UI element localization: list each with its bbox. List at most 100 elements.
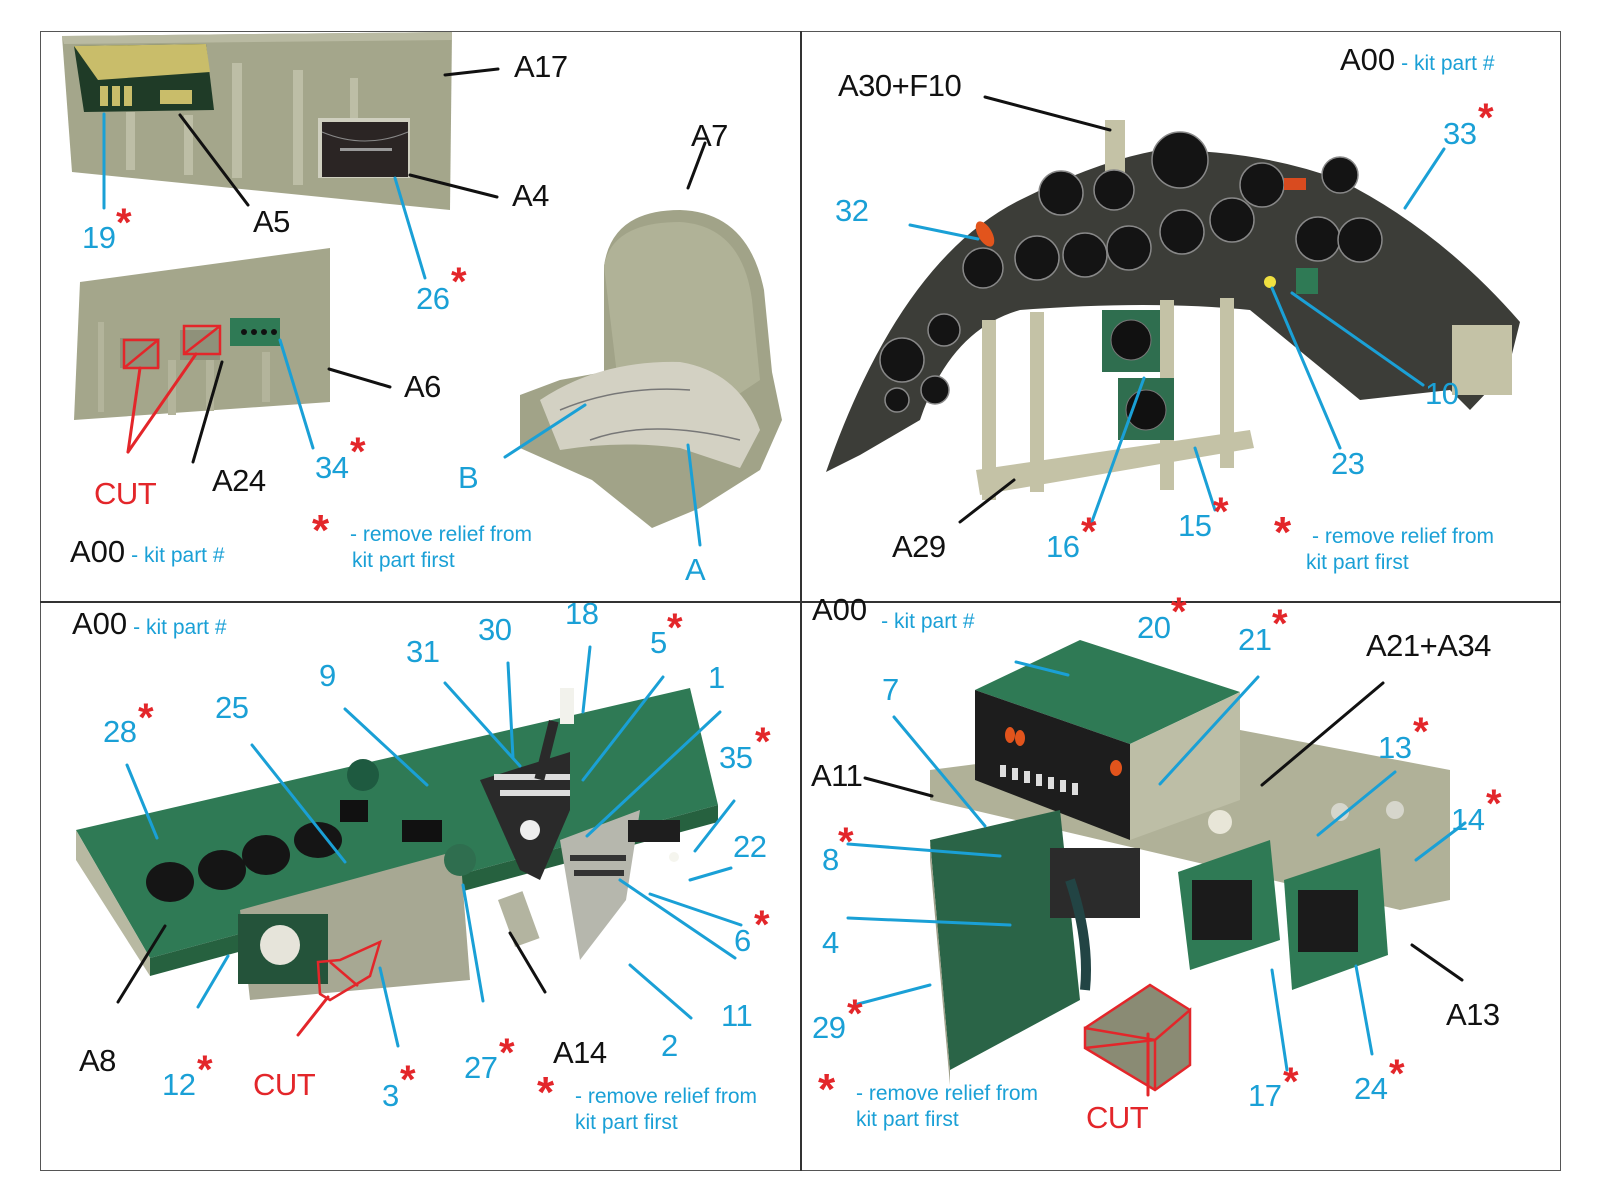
leader-6 xyxy=(648,892,743,927)
legend-kit-key-code: A00 xyxy=(812,592,868,627)
leader-29 xyxy=(856,983,932,1006)
leader-18 xyxy=(581,645,592,714)
asterisk-icon: * xyxy=(1274,508,1292,557)
label-part-22: 22 xyxy=(733,829,767,864)
leader-lines xyxy=(102,67,1467,1097)
label-part-14: 14 xyxy=(1451,802,1485,837)
leader-22 xyxy=(688,866,733,882)
asterisk-35: * xyxy=(755,720,771,764)
leader-a5 xyxy=(178,113,250,207)
leader-8 xyxy=(846,842,1002,858)
legend-note-line1: - remove relief from xyxy=(350,523,533,546)
legend-note-line2: kit part first xyxy=(1306,551,1409,574)
label-part-19: 19 xyxy=(82,220,116,255)
label-a4: A4 xyxy=(512,178,549,213)
side-wall-a6-photo xyxy=(74,248,330,420)
label-part-33: 33 xyxy=(1443,116,1477,151)
leader-16 xyxy=(1088,376,1146,529)
leader-a8 xyxy=(116,924,167,1004)
label-a14: A14 xyxy=(553,1035,607,1070)
leader-a7 xyxy=(686,141,707,190)
leader-a13 xyxy=(1410,943,1464,982)
leader-b xyxy=(503,403,587,459)
label-a29: A29 xyxy=(892,529,946,564)
leader-23 xyxy=(1270,286,1342,450)
label-part-b: B xyxy=(458,460,479,495)
leader-5 xyxy=(581,675,665,782)
leader-cut-1 xyxy=(126,366,142,454)
legend-kit-key-code: A00 xyxy=(70,534,126,569)
legend-kit-key-1: A00- kit part # xyxy=(70,536,225,567)
legend-kit-key-desc: - kit part # xyxy=(133,616,227,639)
legend-kit-key-code: A00 xyxy=(1340,42,1396,77)
leader-21 xyxy=(1158,675,1260,786)
label-part-26: 26 xyxy=(416,281,450,316)
leader-4 xyxy=(846,916,1012,927)
label-part-35: 35 xyxy=(719,740,753,775)
label-part-13: 13 xyxy=(1378,730,1412,765)
label-a11: A11 xyxy=(811,758,863,793)
leader-13 xyxy=(1316,770,1397,837)
leader-a14 xyxy=(508,931,547,994)
label-part-11: 11 xyxy=(721,998,753,1033)
label-part-9: 9 xyxy=(319,658,336,693)
asterisk-5: * xyxy=(667,606,683,650)
asterisk-34: * xyxy=(350,430,366,474)
leader-12 xyxy=(196,954,230,1009)
leader-35 xyxy=(693,799,736,853)
leader-a xyxy=(686,443,702,547)
leader-a17 xyxy=(443,67,500,77)
label-part-29: 29 xyxy=(812,1010,846,1045)
label-a6: A6 xyxy=(404,369,441,404)
asterisk-17: * xyxy=(1283,1060,1299,1104)
leader-7 xyxy=(892,715,987,828)
leader-15 xyxy=(1193,446,1217,512)
handle-32 xyxy=(975,221,995,247)
label-a7: A7 xyxy=(691,118,728,153)
asterisk-6: * xyxy=(754,903,770,947)
legend-note-1: * - remove relief from kit part first xyxy=(312,509,533,574)
side-wall-a17-photo xyxy=(62,32,452,210)
throttle-console-photo xyxy=(76,688,718,1002)
legend-kit-key-desc: - kit part # xyxy=(1401,52,1495,75)
asterisk-24: * xyxy=(1389,1052,1405,1096)
asterisk-12: * xyxy=(197,1048,213,1092)
leader-34 xyxy=(278,338,315,450)
label-part-7: 7 xyxy=(882,672,899,707)
label-part-24: 24 xyxy=(1354,1071,1388,1106)
leader-11 xyxy=(618,878,737,960)
asterisk-13: * xyxy=(1413,710,1429,754)
asterisk-3: * xyxy=(400,1058,416,1102)
asterisk-icon: * xyxy=(312,506,330,555)
asterisk-14: * xyxy=(1486,782,1502,826)
leader-cut-2 xyxy=(126,352,198,454)
label-a8: A8 xyxy=(79,1043,116,1078)
instrument-panel-photo xyxy=(826,120,1520,500)
legend-note-line1: - remove relief from xyxy=(856,1082,1039,1105)
leader-30 xyxy=(506,661,515,760)
right-console-photo xyxy=(930,640,1450,1092)
label-part-15: 15 xyxy=(1178,508,1212,543)
label-part-10: 10 xyxy=(1425,376,1459,411)
label-part-8: 8 xyxy=(822,842,839,877)
legend-note-2: * - remove relief from kit part first xyxy=(1274,511,1495,576)
legend-note-line2: kit part first xyxy=(352,549,455,572)
asterisk-29: * xyxy=(847,992,863,1036)
leader-9 xyxy=(343,707,429,787)
leader-24 xyxy=(1354,964,1374,1056)
label-part-17: 17 xyxy=(1248,1078,1282,1113)
asterisk-21: * xyxy=(1272,602,1288,646)
legend-kit-key-4: A00- kit part # xyxy=(812,592,975,632)
leader-a6 xyxy=(327,367,392,389)
label-part-12: 12 xyxy=(162,1067,196,1102)
label-part-2: 2 xyxy=(661,1028,678,1063)
leader-3 xyxy=(378,966,400,1048)
leader-28 xyxy=(125,763,159,840)
label-part-5: 5 xyxy=(650,625,667,660)
legend-note-line1: - remove relief from xyxy=(1312,525,1495,548)
asterisk-28: * xyxy=(138,696,154,740)
legend-kit-key-2: A00- kit part # xyxy=(1340,44,1495,75)
seat-a7-photo xyxy=(520,210,782,528)
legend-note-line2: kit part first xyxy=(856,1108,959,1131)
leader-a24 xyxy=(191,360,224,464)
